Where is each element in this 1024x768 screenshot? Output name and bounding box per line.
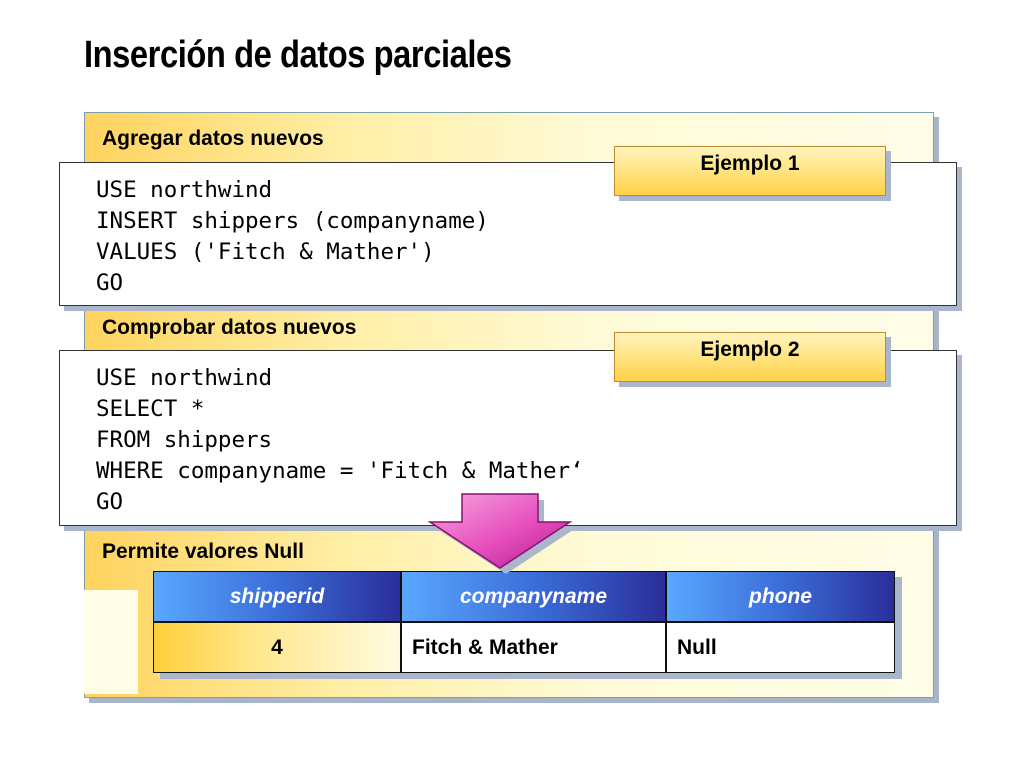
code-line: INSERT shippers (companyname) <box>96 208 489 234</box>
table-row: 4 Fitch & Mather Null <box>153 622 895 673</box>
result-table: shipperid companyname phone 4 Fitch & Ma… <box>153 571 895 673</box>
code-line: SELECT * <box>96 396 205 422</box>
panel-white-notch <box>84 590 138 694</box>
code-line: USE northwind <box>96 177 273 203</box>
column-header-phone: phone <box>666 571 895 622</box>
example-2-tag: Ejemplo 2 <box>614 332 886 382</box>
section-label-check: Comprobar datos nuevos <box>102 316 357 339</box>
code-line: WHERE companyname = 'Fitch & Mather‘ <box>96 458 584 484</box>
table-cell-companyname: Fitch & Mather <box>401 622 666 673</box>
table-cell-phone: Null <box>666 622 895 673</box>
code-line: FROM shippers <box>96 427 273 453</box>
code-line: GO <box>96 270 124 296</box>
code-line: GO <box>96 489 124 515</box>
code-line: VALUES ('Fitch & Mather') <box>96 239 435 265</box>
down-arrow-icon <box>428 493 576 574</box>
table-header-row: shipperid companyname phone <box>153 571 895 622</box>
code-line: USE northwind <box>96 365 273 391</box>
section-label-add: Agregar datos nuevos <box>102 127 324 150</box>
column-header-companyname: companyname <box>401 571 666 622</box>
column-header-shipperid: shipperid <box>153 571 401 622</box>
slide-title: Inserción de datos parciales <box>84 34 512 76</box>
example-1-tag: Ejemplo 1 <box>614 146 886 196</box>
table-cell-shipperid: 4 <box>153 622 401 673</box>
section-label-nulls: Permite valores Null <box>102 540 304 563</box>
